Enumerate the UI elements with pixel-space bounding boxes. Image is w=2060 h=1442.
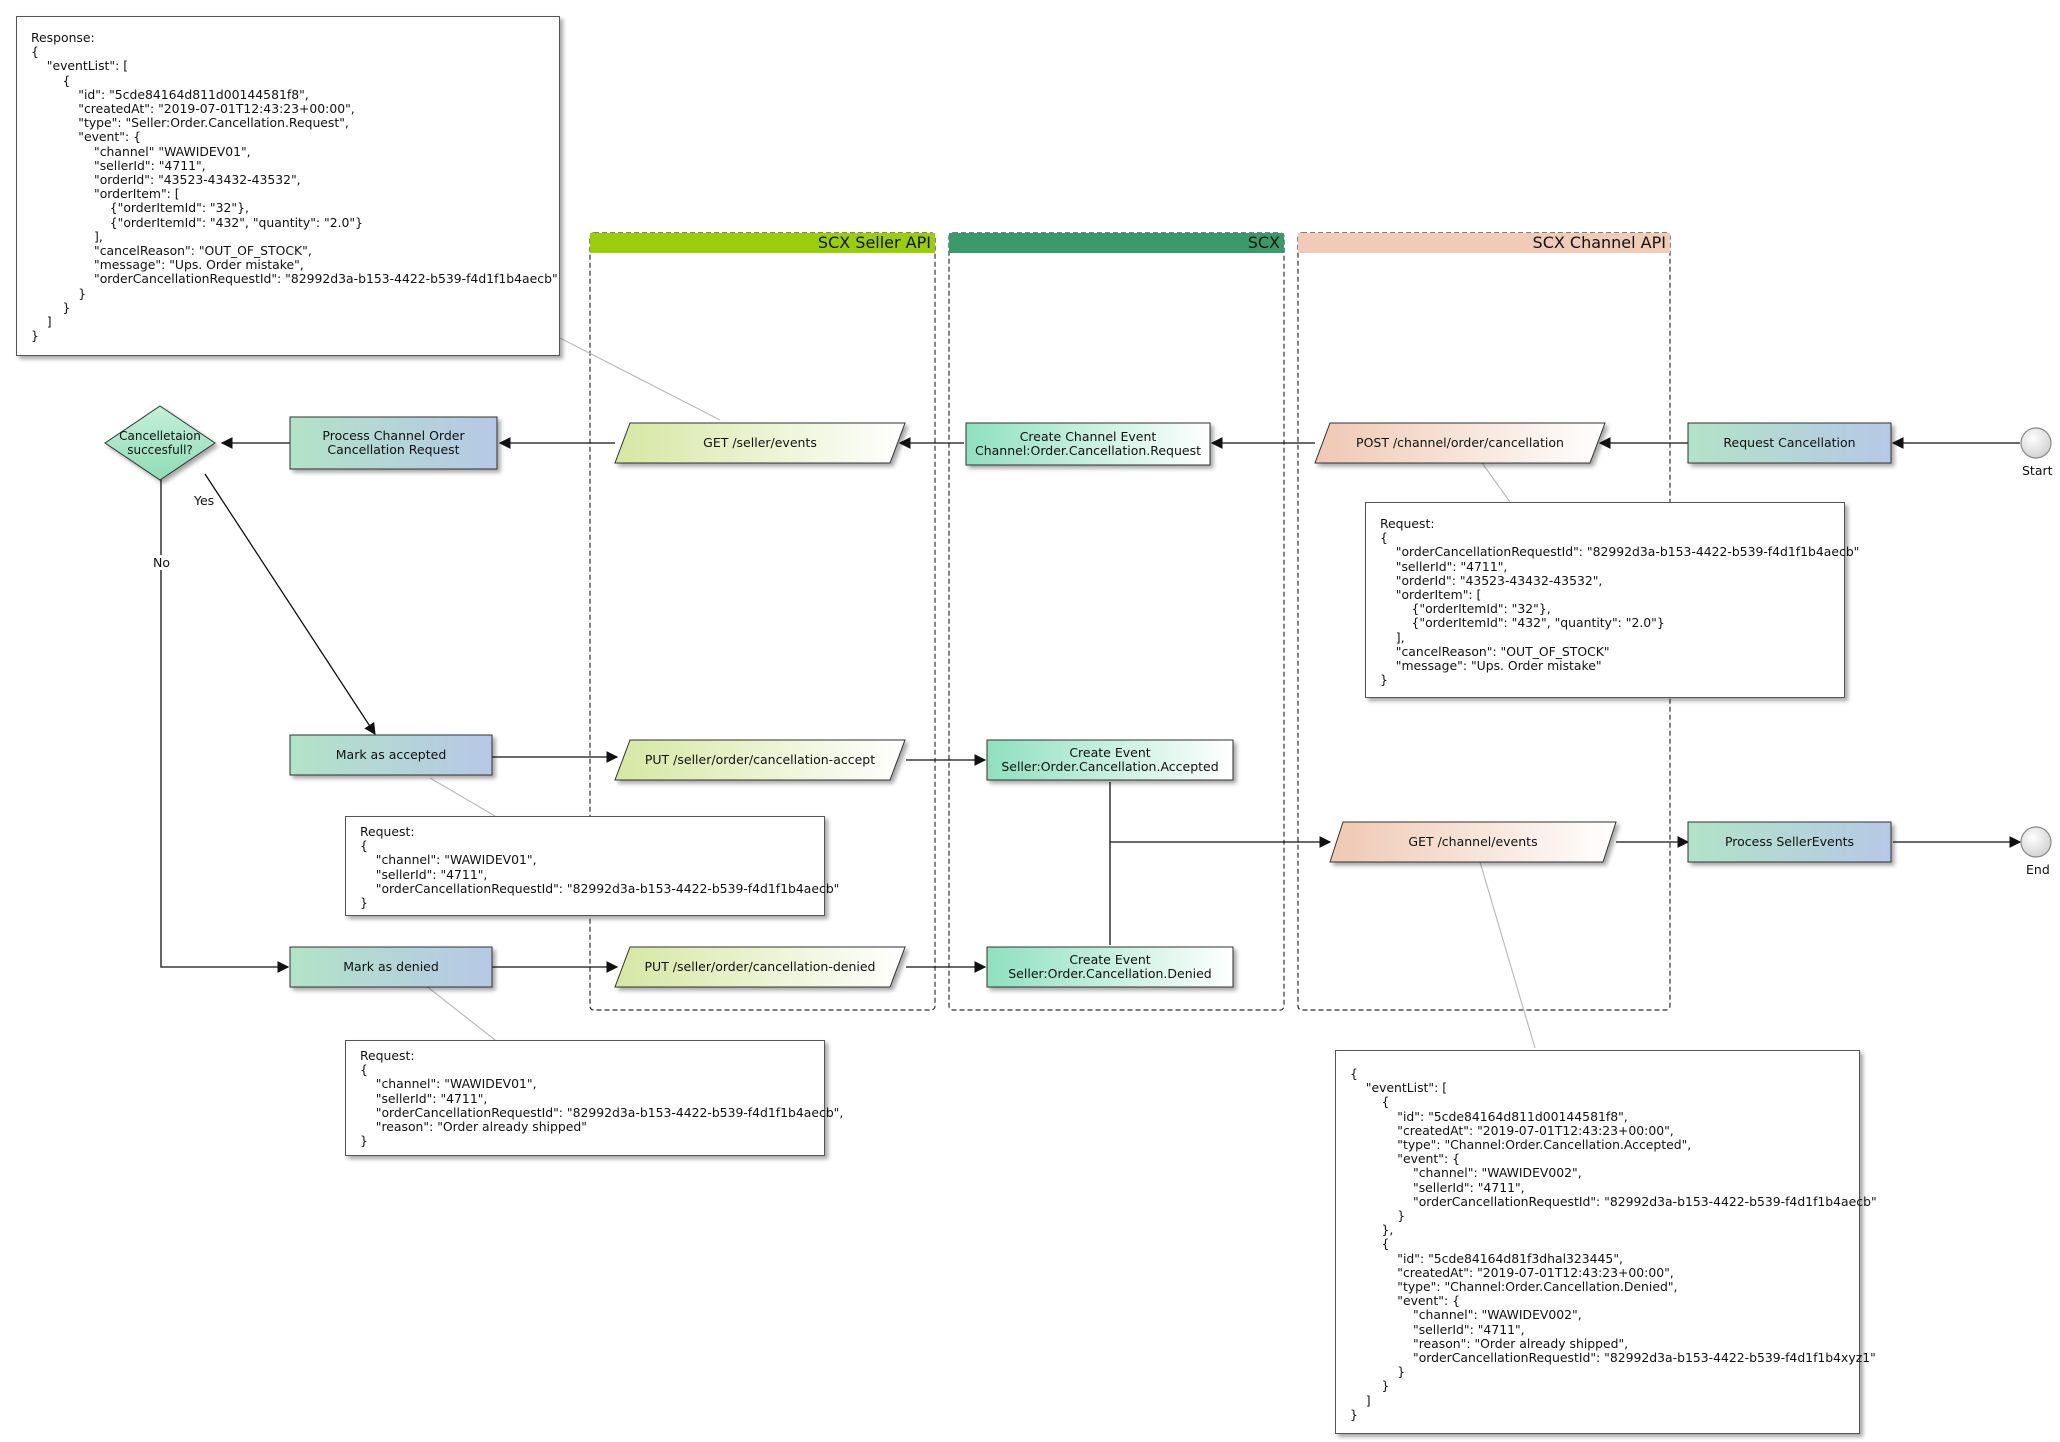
lane-scx [948,232,1285,1011]
lane-seller-api [589,232,936,1011]
label-post-channel-cancellation: POST /channel/order/cancellation [1356,435,1564,450]
label-get-seller-events: GET /seller/events [703,435,817,450]
io-post-channel-cancellation [1314,422,1606,464]
label-start: Start [2022,463,2053,478]
lane-title-scx: SCX [1247,233,1280,252]
task-process-channel-order [289,416,498,470]
label-create-event-denied: Create Event Seller:Order.Cancellation.D… [1008,952,1212,981]
task-mark-denied [289,946,493,988]
task-create-event-denied [986,946,1234,988]
note-request-denied: Request: { "channel": "WAWIDEV01", "sell… [345,1040,843,1156]
label-process-channel-order: Process Channel Order Cancellation Reque… [322,428,465,457]
label-end: End [2026,862,2050,877]
label-create-channel-event: Create Channel Event Channel:Order.Cance… [974,429,1202,458]
decision-diamond [104,405,216,481]
end-event [2020,826,2052,858]
task-create-channel-event [965,422,1211,466]
label-process-seller-events: Process SellerEvents [1724,834,1855,849]
io-get-seller-events [614,422,906,464]
task-request-cancellation [1687,422,1892,464]
note-request-accept: Request: { "channel": "WAWIDEV01", "sell… [345,816,839,916]
task-create-event-accepted [986,739,1234,781]
io-put-denied [614,946,906,988]
note-request-cancellation: Request: { "orderCancellationRequestId":… [1365,502,1859,698]
edge-label-yes: Yes [192,493,217,508]
label-mark-denied: Mark as denied [343,959,439,974]
label-get-channel-events: GET /channel/events [1408,834,1538,849]
task-process-seller-events [1687,821,1892,863]
lane-title-channel-api: SCX Channel API [1532,233,1666,252]
note-connectors [424,337,1536,1049]
label-request-cancellation: Request Cancellation [1723,435,1856,450]
label-decision: Cancelletaion succesfull? [119,429,201,457]
edge-label-no: No [151,555,172,570]
note-response-events: Response: { "eventList": [ { "id": "5cde… [16,16,560,356]
label-put-denied: PUT /seller/order/cancellation-denied [644,959,876,974]
start-event [2020,427,2052,459]
label-put-accept: PUT /seller/order/cancellation-accept [644,752,876,767]
note-channel-events: { "eventList": [ { "id": "5cde84164d811d… [1335,1050,1877,1434]
lane-title-seller-api: SCX Seller API [817,233,931,252]
label-mark-accepted: Mark as accepted [335,747,447,762]
task-mark-accepted [289,734,493,776]
edges [160,437,2022,973]
label-create-event-accepted: Create Event Seller:Order.Cancellation.A… [1001,745,1219,774]
io-get-channel-events [1329,821,1617,863]
io-put-accept [614,739,906,781]
